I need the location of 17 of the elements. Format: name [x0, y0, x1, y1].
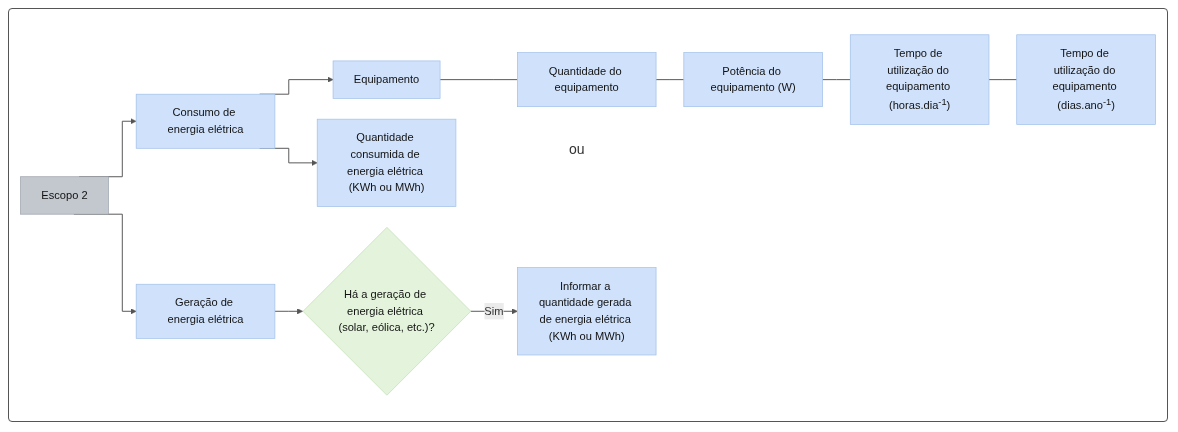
connector — [655, 79, 685, 81]
node-box: Quantidade consumida de energia elétrica (KWh ou MWh) — [316, 118, 457, 207]
node-box: Consumo de energia elétrica — [135, 93, 276, 149]
node-box: Equipamento — [332, 60, 441, 99]
connector — [822, 79, 851, 81]
node-box: Tempo de utilização do equipamento (dias.ano$^{-1}$) — [1016, 34, 1156, 125]
edge-label: Sim — [484, 305, 504, 317]
connector — [439, 79, 518, 81]
node-box: Potência do equipamento (W) — [683, 52, 823, 108]
connector — [988, 79, 1018, 81]
node-box: Geração de energia elétrica — [135, 283, 276, 339]
node-box: Quantidade do equipamento — [517, 52, 657, 108]
node-box: Escopo 2 — [20, 176, 109, 215]
node-diamond: Há a geração de energia elétrica (solar, eólica, etc.)? — [302, 227, 472, 396]
node-box: Tempo de utilização do equipamento (horas.dia$^{-1}$) — [849, 34, 990, 125]
node-box: Informar a quantidade gerada de energia elétrica (KWh ou MWh) — [517, 267, 657, 356]
note-text: ou — [569, 141, 585, 157]
